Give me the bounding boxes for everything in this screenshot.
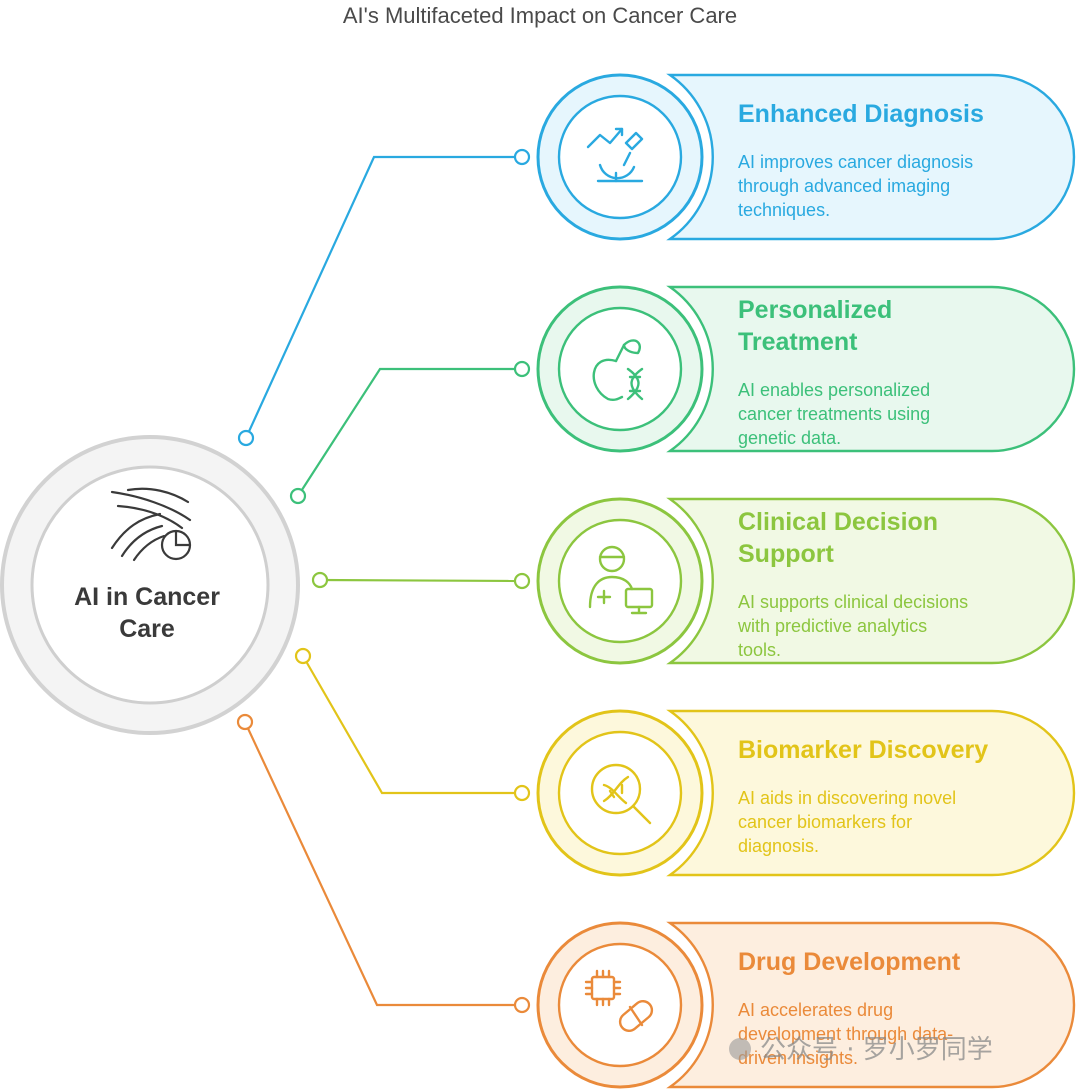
card-title-2-line-1: Personalized [738, 296, 892, 324]
card-desc-2-line-2: cancer treatments using [738, 404, 930, 424]
connector-end-dot-2 [513, 360, 531, 378]
connector-end-dot-4 [513, 784, 531, 802]
connector-line-5 [244, 721, 522, 1007]
card-pill-5 [666, 921, 1076, 1089]
connector-line-4 [302, 655, 522, 795]
card-desc-5-line-1: AI accelerates drug [738, 1000, 893, 1020]
hub-inner-circle [30, 465, 270, 705]
card-title-3-line-2: Support [738, 540, 834, 568]
card-title-4-line-1: Biomarker Discovery [738, 736, 988, 764]
card-desc-2-line-1: AI enables personalized [738, 380, 930, 400]
card-4: Biomarker Discovery AI aids in discoverin… [536, 709, 1076, 877]
dna-magnifier-icon [590, 763, 652, 825]
connector-end-dot-5 [513, 996, 531, 1014]
card-desc-1-line-2: through advanced imaging [738, 176, 950, 196]
watermark-text: 公众号 · 罗小罗同学 [760, 1035, 993, 1065]
card-pill-3 [666, 497, 1076, 665]
card-pill-2 [666, 285, 1076, 453]
wechat-icon [729, 1038, 751, 1060]
connector-start-dot-3 [311, 571, 329, 589]
connector-start-dot-2 [289, 487, 307, 505]
card-5: Drug Development AI accelerates drug devel… [536, 921, 1076, 1089]
card-inner-circle-2 [557, 306, 683, 432]
card-desc-3-line-3: tools. [738, 640, 781, 660]
watermark: 公众号 · 罗小罗同学 [729, 1035, 993, 1065]
connector-start-dot-5 [236, 713, 254, 731]
connectors [236, 148, 531, 1014]
card-desc-1-line-3: techniques. [738, 200, 830, 220]
connector-end-dot-1 [513, 148, 531, 166]
connector-line-3 [319, 578, 523, 583]
card-pill-1 [666, 73, 1076, 241]
connector-start-dot-4 [294, 647, 312, 665]
card-desc-3-line-2: with predictive analytics [737, 616, 927, 636]
card-inner-circle-5 [557, 942, 683, 1068]
card-desc-4-line-3: diagnosis. [738, 836, 819, 856]
card-title-3-line-1: Clinical Decision [738, 508, 938, 536]
card-inner-circle-4 [557, 730, 683, 856]
card-title-5-line-1: Drug Development [738, 948, 961, 976]
card-desc-2-line-3: genetic data. [738, 428, 841, 448]
card-pill-4 [666, 709, 1076, 877]
card-desc-1-line-1: AI improves cancer diagnosis [738, 152, 973, 172]
card-desc-4-line-1: AI aids in discovering novel [738, 788, 956, 808]
card-1: Enhanced Diagnosis AI improves cancer dia… [536, 73, 1076, 241]
ai-analysis-icon [110, 487, 192, 562]
hub-label-line-1: AI in Cancer [74, 583, 220, 611]
card-title-2-line-2: Treatment [738, 328, 858, 356]
apple-dna-icon [592, 339, 644, 402]
connector-line-1 [244, 155, 522, 439]
connector-start-dot-1 [237, 429, 255, 447]
hub-label-line-2: Care [119, 615, 175, 643]
card-desc-3-line-1: AI supports clinical decisions [738, 592, 968, 612]
doctor-computer-icon [588, 545, 654, 615]
chip-pill-icon [584, 969, 654, 1032]
diagram-title: AI's Multifaceted Impact on Cancer Care [343, 3, 737, 28]
card-title-1-line-1: Enhanced Diagnosis [738, 100, 984, 128]
microscope-trend-icon [586, 127, 644, 183]
card-desc-5-line-2: development through data- [738, 1024, 953, 1044]
card-inner-circle-1 [557, 94, 683, 220]
card-desc-5-line-3: driven insights. [738, 1048, 858, 1068]
connector-line-2 [297, 367, 522, 497]
connector-end-dot-3 [513, 572, 531, 590]
cards: Enhanced Diagnosis AI improves cancer dia… [536, 73, 1076, 1089]
card-desc-4-line-2: cancer biomarkers for [738, 812, 912, 832]
card-inner-circle-3 [557, 518, 683, 644]
